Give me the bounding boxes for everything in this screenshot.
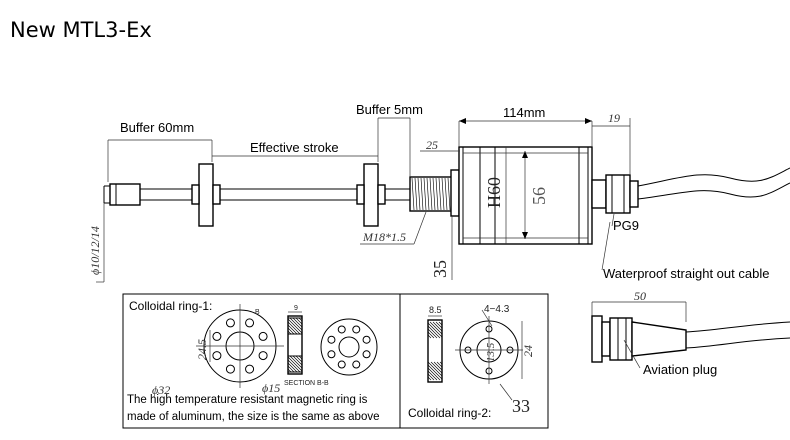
dim-50-label: 50 bbox=[634, 289, 646, 303]
ring2-4-4-3-label: 4−4.3 bbox=[484, 304, 510, 315]
dimension-lines bbox=[96, 117, 631, 283]
sensor-rod bbox=[103, 183, 460, 206]
ring1-label: Colloidal ring-1: bbox=[129, 299, 212, 313]
ring1-front-view bbox=[196, 304, 284, 388]
ring2-front-view bbox=[455, 309, 523, 401]
h60-label: H60 bbox=[484, 177, 504, 208]
page-title: New MTL3-Ex bbox=[10, 18, 152, 42]
ring2-label: Colloidal ring-2: bbox=[408, 406, 491, 420]
inset-box bbox=[122, 293, 549, 429]
magnet-ring-left bbox=[191, 163, 221, 227]
buffer-60-label: Buffer 60mm bbox=[120, 120, 194, 135]
dim-19-label: 19 bbox=[608, 111, 620, 125]
dia-stack-label: ϕ10/12/14 bbox=[88, 226, 102, 275]
ring2-section-view bbox=[427, 315, 443, 383]
ring1-24-5-label: 24.5 bbox=[195, 339, 209, 360]
ring1-9-label: 9 bbox=[294, 305, 298, 312]
dim-56-label: 56 bbox=[529, 187, 549, 205]
ring2-24-label: 24 bbox=[521, 345, 535, 357]
waterproof-label: Waterproof straight out cable bbox=[603, 266, 769, 281]
aviation-plug-drawing bbox=[591, 301, 790, 369]
ring1-b-label: B bbox=[255, 309, 260, 316]
thread-section bbox=[409, 169, 460, 217]
section-label: SECTION B-B bbox=[284, 380, 329, 387]
ring2-13-5-label: 13.5 bbox=[485, 342, 497, 362]
sensor-housing bbox=[458, 146, 593, 245]
ring2-8-5-label: 8.5 bbox=[429, 305, 442, 315]
pg9-label: PG9 bbox=[613, 218, 639, 233]
dim-114-label: 114mm bbox=[503, 105, 545, 120]
inset-note: The high temperature resistant magnetic … bbox=[127, 394, 380, 423]
buffer-5-label: Buffer 5mm bbox=[356, 102, 423, 117]
dim-25-label: 25 bbox=[426, 138, 438, 152]
ring1-15-label: ϕ15 bbox=[262, 381, 280, 395]
magnet-ring-right bbox=[356, 163, 386, 227]
ring1-alt-view bbox=[320, 318, 378, 376]
effective-stroke-label: Effective stroke bbox=[250, 140, 339, 155]
aviation-plug-label: Aviation plug bbox=[643, 362, 717, 377]
ring1-section-view bbox=[287, 311, 303, 375]
cable-gland bbox=[591, 174, 639, 214]
ring1-32-label: ϕ32 bbox=[152, 383, 170, 397]
thread-label: M18*1.5 bbox=[362, 230, 406, 244]
cable bbox=[637, 167, 790, 200]
dim-35-label: 35 bbox=[430, 260, 450, 278]
ring2-33-label: 33 bbox=[512, 396, 530, 416]
